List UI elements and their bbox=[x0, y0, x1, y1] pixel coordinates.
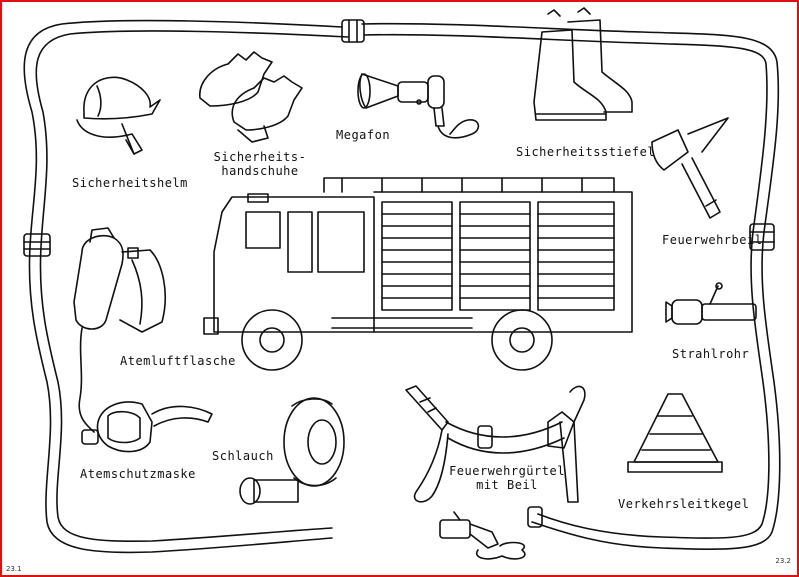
axe-drawing bbox=[651, 117, 729, 219]
label-belt-line1: Feuerwehrgürtel bbox=[449, 464, 565, 478]
air-tank-drawing bbox=[73, 227, 166, 433]
corner-number-right: 23.2 bbox=[775, 557, 791, 565]
gloves-drawing bbox=[199, 51, 303, 143]
cone-drawing bbox=[627, 393, 723, 473]
label-boots: Sicherheitsstiefel bbox=[516, 145, 656, 159]
hose-roll-drawing bbox=[239, 397, 345, 505]
label-hose: Schlauch bbox=[212, 449, 274, 463]
label-mask: Atemschutzmaske bbox=[80, 467, 196, 481]
helmet-drawing bbox=[76, 76, 161, 155]
label-gloves-line1: Sicherheits- bbox=[213, 150, 307, 164]
label-megaphone: Megafon bbox=[336, 128, 391, 142]
fire-truck-drawing bbox=[203, 177, 633, 371]
label-gloves: Sicherheits- handschuhe bbox=[210, 150, 310, 178]
label-gloves-line2: handschuhe bbox=[221, 164, 299, 178]
label-belt: Feuerwehrgürtel mit Beil bbox=[442, 464, 572, 492]
corner-number-left: 23.1 bbox=[6, 565, 22, 573]
label-cone: Verkehrsleitkegel bbox=[618, 497, 750, 511]
boots-drawing bbox=[533, 7, 633, 121]
hose-border bbox=[23, 19, 781, 560]
label-belt-line2: mit Beil bbox=[476, 478, 538, 492]
label-axe: Feuerwehrbeil bbox=[662, 233, 763, 247]
nozzle-drawing bbox=[665, 282, 757, 325]
label-nozzle: Strahlrohr bbox=[672, 347, 750, 361]
label-air-tank: Atemluftflasche bbox=[120, 354, 236, 368]
megaphone-drawing bbox=[357, 73, 480, 139]
label-helmet: Sicherheitshelm bbox=[72, 176, 188, 190]
belt-drawing bbox=[405, 385, 586, 503]
mask-drawing bbox=[81, 401, 213, 453]
